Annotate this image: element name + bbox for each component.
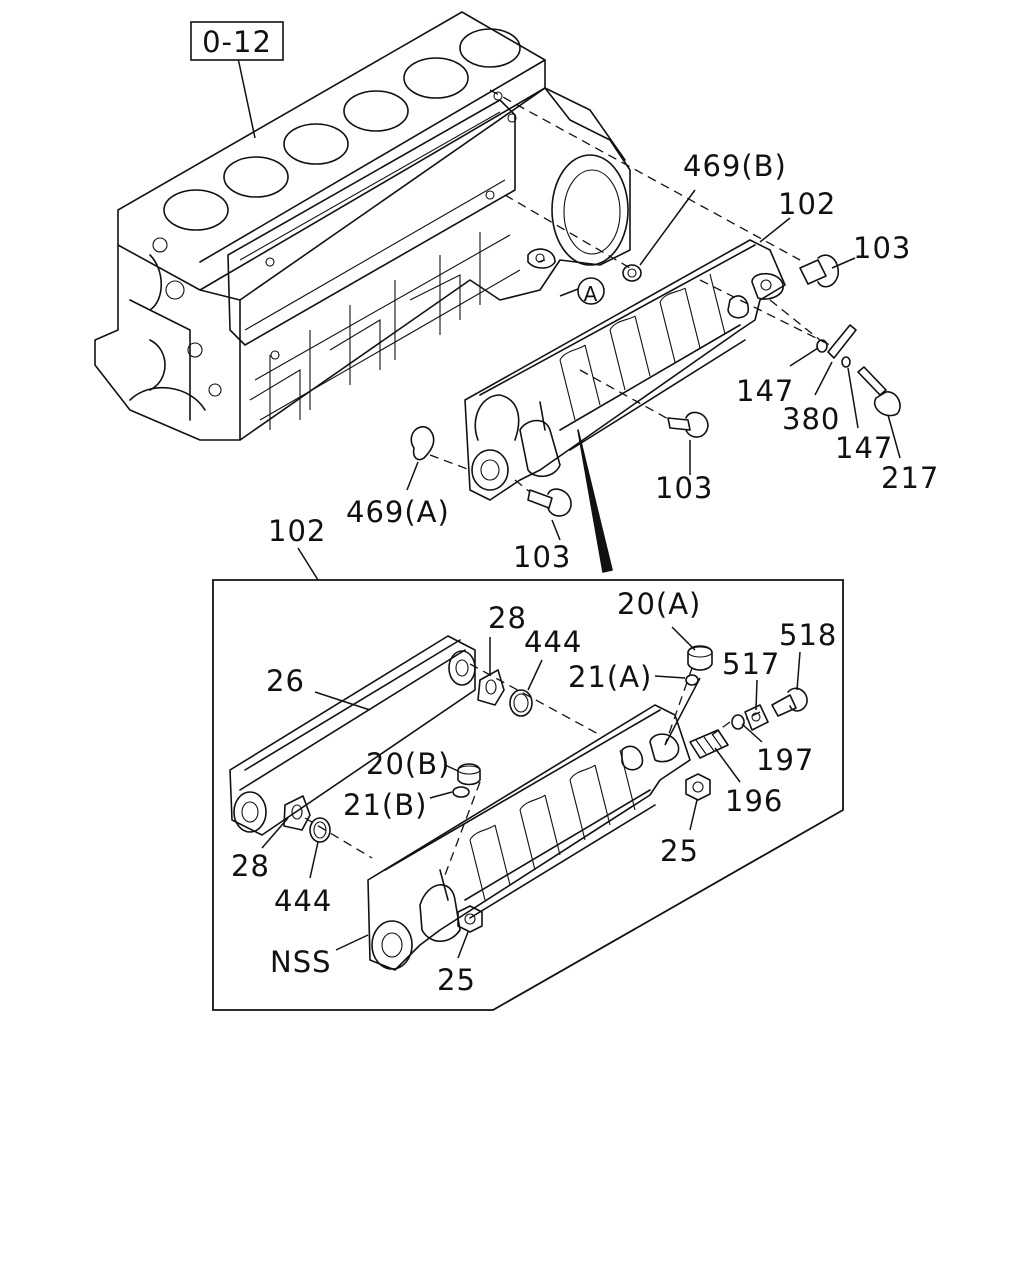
label-20b: 20(B) [366, 747, 450, 781]
label-517: 517 [722, 647, 780, 681]
cooler-cover-nss [367, 704, 691, 971]
label-25-bottom: 25 [437, 963, 476, 997]
label-444-bottom: 444 [274, 884, 332, 918]
label-21a: 21(A) [568, 660, 652, 694]
reference-box-label: 0-12 [202, 25, 272, 59]
label-102-top: 102 [778, 187, 836, 221]
label-28-top: 28 [488, 601, 527, 635]
box-leader-lines [261, 626, 801, 959]
label-469b: 469(B) [683, 149, 787, 183]
label-147-b: 147 [835, 431, 893, 465]
label-380: 380 [782, 402, 840, 436]
callout-labels: 469(B) 102 103 A 147 380 147 217 103 469… [231, 149, 939, 997]
detail-box [212, 579, 844, 1011]
label-444-top: 444 [524, 625, 582, 659]
label-102-box: 102 [268, 514, 326, 548]
label-a: A [584, 282, 599, 306]
label-26: 26 [266, 664, 305, 698]
cylinder-block [94, 11, 631, 441]
label-103-bottom: 103 [513, 540, 571, 574]
top-small-parts [410, 254, 901, 517]
label-217: 217 [881, 461, 939, 495]
box-fittings [452, 645, 808, 933]
label-147-a: 147 [736, 374, 794, 408]
label-518: 518 [779, 618, 837, 652]
oil-cooler-assembly-top [464, 239, 786, 501]
label-28-bottom: 28 [231, 849, 270, 883]
label-469a: 469(A) [346, 495, 450, 529]
label-25-right: 25 [660, 834, 699, 868]
label-20a: 20(A) [617, 587, 701, 621]
label-103-right: 103 [853, 231, 911, 265]
label-196: 196 [725, 784, 783, 818]
label-21b: 21(B) [343, 788, 427, 822]
label-103-mid: 103 [655, 471, 713, 505]
reference-box [190, 21, 284, 61]
label-nss: NSS [270, 945, 332, 979]
label-197: 197 [756, 743, 814, 777]
top-leader-lines [237, 57, 901, 573]
